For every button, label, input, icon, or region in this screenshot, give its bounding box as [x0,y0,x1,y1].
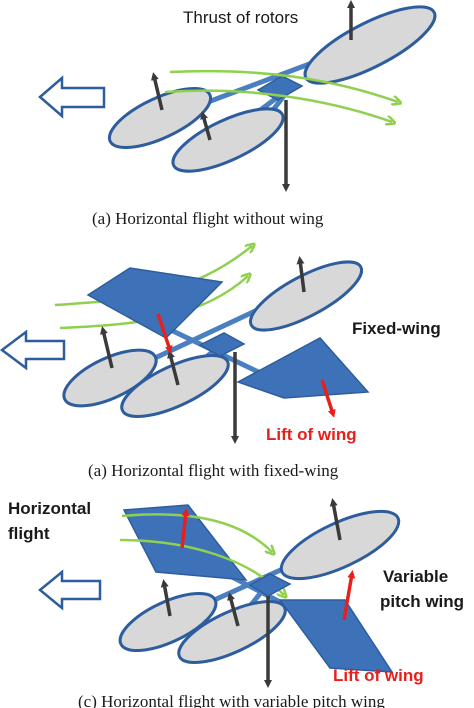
lift-of-wing-label: Lift of wing [333,666,424,685]
caption-b: (a) Horizontal flight with fixed-wing [88,461,339,480]
thrust-arrow [200,111,212,141]
rotor [118,592,218,652]
variable-pitch-wing-label: Variable [383,567,448,586]
drone-body [198,332,246,357]
airflow-line [164,89,392,122]
rotor [303,5,437,85]
horizontal-flight-label: Horizontal [8,499,91,518]
airflow-line [121,513,272,552]
thrust-arrow [151,72,164,111]
thrust-arrow [100,326,114,369]
variable-pitch-wing [122,504,248,581]
lift-arrow [342,570,356,621]
rotor [279,509,401,581]
variable-pitch-wing [278,599,394,673]
lift-arrow [320,379,336,418]
variable-pitch-wing-label: pitch wing [380,592,464,611]
panel-c: Horizontal flight Variable pitch wing Li… [8,498,464,708]
caption-c: (c) Horizontal flight with variable pitc… [78,692,385,708]
lift-arrow [156,313,173,354]
panel-a: Thrust of rotors (a) Horizontal flight w… [38,0,437,228]
horizontal-flight-label: flight [8,524,50,543]
thrust-arrow [329,498,342,541]
rotor [248,260,364,332]
panel-b: Fixed-wing Lift of wing (a) Horizontal f… [0,246,441,480]
direction-arrow-icon [0,329,66,371]
rotor [177,600,287,664]
airflow-line [169,69,398,102]
fixed-wing-label: Fixed-wing [352,319,441,338]
thrust-arrow [167,350,180,386]
direction-arrow-icon [38,569,102,611]
lift-arrow [180,508,190,549]
lift-of-wing-label: Lift of wing [266,425,357,444]
fixed-wing-panel [236,337,370,399]
thrust-arrow [227,592,240,627]
thrust-arrow [160,579,172,617]
direction-arrow-icon [38,75,106,119]
rotor [107,87,213,149]
thrust-label: Thrust of rotors [183,8,298,27]
thrust-arrow [296,256,306,293]
drone-body [248,573,292,597]
caption-a: (a) Horizontal flight without wing [92,209,324,228]
fixed-wing-panel [86,267,224,339]
rotor [120,354,230,418]
rotor [62,348,158,408]
rotor [171,107,285,173]
